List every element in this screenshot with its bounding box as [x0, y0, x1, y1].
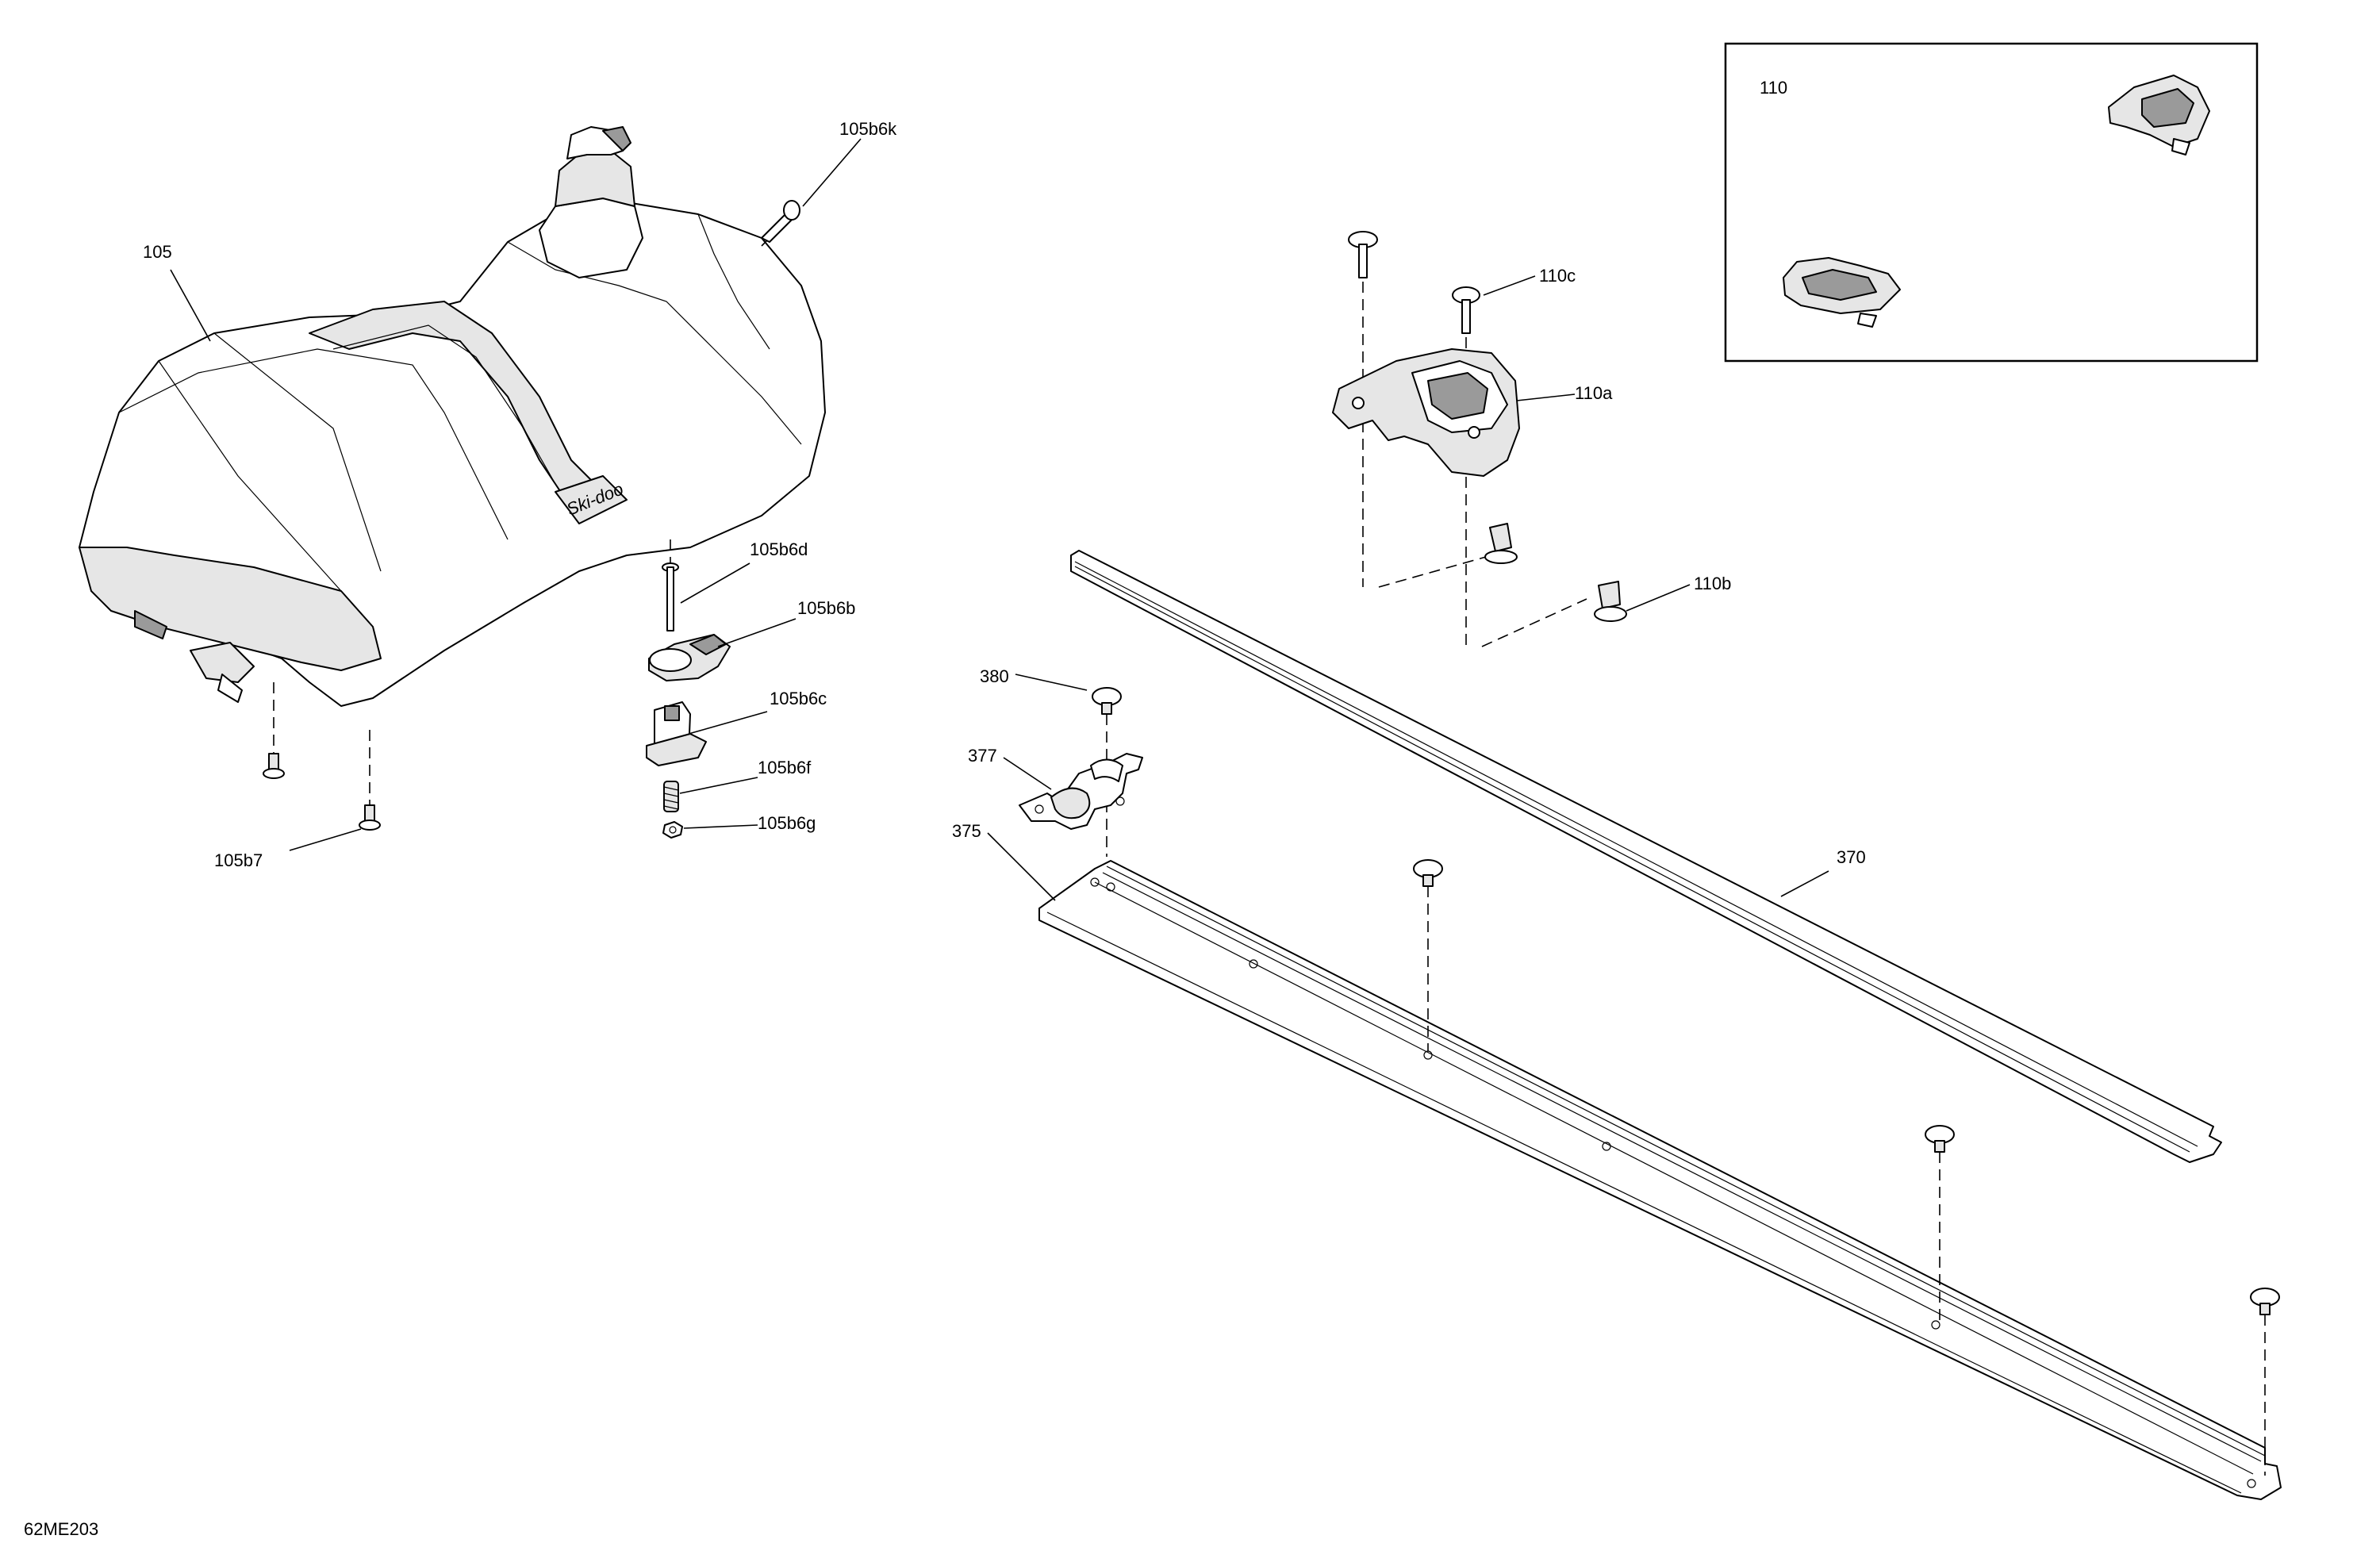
bracket-110a	[1332, 348, 1520, 477]
callout-105b6g: 105b6g	[758, 813, 816, 833]
sensor-105b6c	[646, 701, 707, 766]
clamp-377	[1019, 753, 1143, 830]
insert-110b-right	[1481, 581, 1627, 647]
inset-110: 110	[1724, 42, 2259, 363]
leader-lines	[170, 138, 1829, 901]
bolt-105b6k	[761, 200, 800, 247]
screw-110c	[1452, 286, 1480, 647]
callout-105b6d: 105b6d	[750, 539, 808, 559]
inset-bracket-top	[2108, 75, 2210, 155]
inset-label: 110	[1760, 78, 1787, 98]
nut-105b6g	[662, 821, 683, 839]
screw-105b7-left	[263, 682, 285, 779]
callout-380: 380	[980, 666, 1009, 686]
rivet-slide-2	[1925, 1125, 1955, 1321]
rivet-slide-3	[2250, 1288, 2280, 1476]
callout-105b7: 105b7	[214, 850, 263, 870]
rail-370	[1070, 550, 2222, 1163]
callout-105b6f: 105b6f	[758, 758, 812, 777]
drawing-code: 62ME203	[24, 1519, 98, 1539]
callout-110c: 110c	[1539, 266, 1576, 286]
screw-105b7-right	[359, 730, 381, 831]
callout-377: 377	[968, 746, 997, 766]
fuel-tank: Ski-doo	[79, 126, 826, 707]
callout-105: 105	[143, 242, 172, 262]
callout-375: 375	[952, 821, 981, 841]
callout-370: 370	[1837, 847, 1866, 867]
screw-110-top-left	[1348, 231, 1378, 587]
callout-110b: 110b	[1694, 574, 1731, 593]
callout-105b6k: 105b6k	[839, 119, 897, 139]
bolt-105b6d	[662, 539, 679, 631]
insert-110b-left	[1378, 523, 1518, 588]
callout-105b6c: 105b6c	[770, 689, 827, 708]
spring-105b6f	[663, 781, 679, 812]
callout-105b6b: 105b6b	[797, 598, 855, 618]
slide-375	[1038, 860, 2282, 1500]
inset-bracket-bottom	[1783, 257, 1901, 328]
rivet-slide-1	[1413, 859, 1443, 1051]
bracket-105b6b	[648, 634, 731, 681]
callout-110a: 110a	[1575, 383, 1613, 403]
